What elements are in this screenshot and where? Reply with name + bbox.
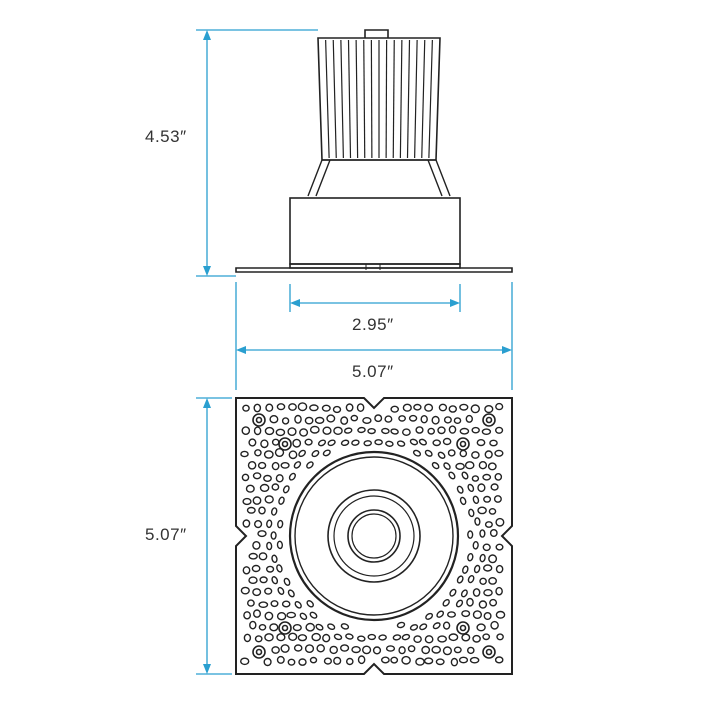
height-side-label: 4.53″ [145,127,187,146]
front-view [235,397,513,675]
heat-sink-fins [325,39,433,159]
plate-height-label: 5.07″ [145,525,187,544]
flange-width-label: 5.07″ [352,362,394,381]
support-legs [307,159,451,197]
trim-housing [289,197,461,265]
dim-flange-width [235,282,513,390]
dim-plate-height [196,397,232,675]
dimension-lines [196,29,513,675]
mud-plate-perforations [239,402,506,667]
heat-sink [317,29,441,161]
dim-height-side [196,29,318,277]
aperture [288,450,460,622]
side-view [235,29,513,273]
dim-aperture-width [289,284,461,312]
mounting-flange [235,263,513,273]
aperture-width-label: 2.95″ [352,315,394,334]
screw-holes [252,413,496,659]
